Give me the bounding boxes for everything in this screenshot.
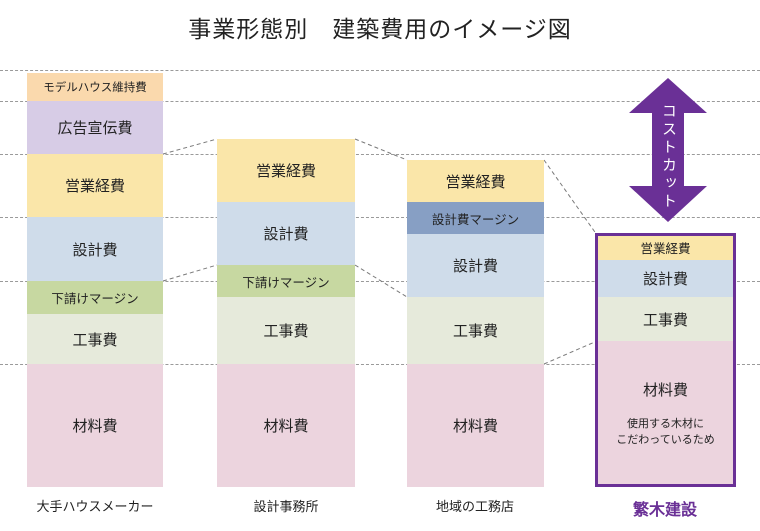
label-design-office: 設計事務所: [253, 500, 319, 515]
segment-sales-cost: 営業経費: [27, 154, 163, 217]
segment-subcontract-margin: 下請けマージン: [27, 281, 163, 314]
segment-material-cost: 材料費: [27, 364, 163, 487]
segment-design-cost: 設計費: [217, 202, 355, 265]
label-local-builder: 地域の工務店: [435, 500, 514, 515]
label-shigeki-kensetsu: 繁木建設: [632, 500, 697, 519]
segment-design-cost: 設計費: [597, 260, 734, 297]
segment-material-cost: 材料費: [217, 364, 355, 487]
segment-sales-cost: 営業経費: [597, 235, 734, 260]
guide-line: [0, 281, 760, 282]
segment-design-cost: 設計費: [407, 234, 544, 297]
segment-construction-cost: 工事費: [597, 297, 734, 341]
highlight-frame: [595, 233, 736, 487]
segment-design-margin: 設計費マージン: [407, 202, 544, 234]
segment-sales-cost: 営業経費: [407, 160, 544, 202]
segment-subcontract-margin: 下請けマージン: [217, 265, 355, 297]
material-note-line2: こだわっているため: [616, 432, 715, 446]
segment-construction-cost: 工事費: [27, 314, 163, 364]
material-note-line1: 使用する木材に: [626, 416, 704, 430]
guide-line: [0, 101, 760, 102]
segment-design-cost: 設計費: [27, 217, 163, 281]
cost-cut-label: コストカット: [660, 103, 678, 211]
segment-construction-cost: 工事費: [217, 297, 355, 364]
guide-line: [0, 217, 760, 218]
guide-line: [0, 154, 760, 155]
segment-advertising: 広告宣伝費: [27, 101, 163, 154]
segment-material-cost: 材料費 使用する木材に こだわっているため: [597, 341, 734, 485]
segment-sales-cost: 営業経費: [217, 139, 355, 202]
segment-material-cost: 材料費: [407, 364, 544, 487]
segment-construction-cost: 工事費: [407, 297, 544, 364]
segment-model-house-cost: モデルハウス維持費: [27, 73, 163, 101]
guide-line: [0, 70, 760, 71]
segment-material-label: 材料費: [642, 380, 688, 399]
double-arrow-icon: [629, 78, 707, 222]
label-house-maker: 大手ハウスメーカー: [36, 500, 154, 515]
material-note: 使用する木材に こだわっているため: [616, 416, 714, 448]
diagram-title: 事業形態別 建築費用のイメージ図: [188, 17, 572, 43]
guide-line: [0, 364, 760, 365]
